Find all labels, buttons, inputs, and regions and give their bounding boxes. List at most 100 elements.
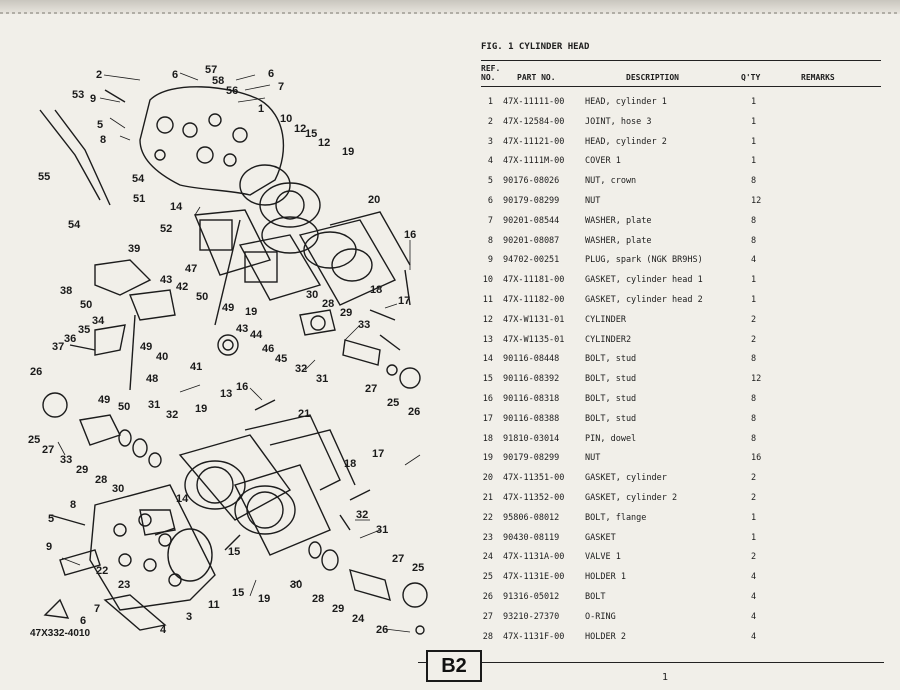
callout-label: 12 xyxy=(318,137,330,149)
qty-cell: 8 xyxy=(751,235,757,246)
part-no-cell: 90179-08299 xyxy=(503,453,560,464)
remarks-header: REMARKS xyxy=(801,73,835,82)
callout-label: 30 xyxy=(306,289,318,301)
description-cell: NUT xyxy=(585,195,601,206)
exploded-parts-diagram: 2 57 6 58 56 6 7 53 9 1 5 8 10 12 15 12 … xyxy=(28,64,428,636)
callout-label: 24 xyxy=(352,613,365,625)
ref-cell: 6 xyxy=(487,195,493,206)
callout-label: 18 xyxy=(370,284,382,296)
description-cell: HEAD, cylinder 1 xyxy=(585,97,667,107)
qty-cell: 2 xyxy=(751,492,757,503)
description-cell: PIN, dowel xyxy=(585,433,637,444)
part-no-cell: 47X-11182-00 xyxy=(503,294,565,305)
part-no-cell: 90116-08388 xyxy=(503,413,560,424)
part-no-cell: 91316-05012 xyxy=(503,591,560,602)
ref-cell: 13 xyxy=(482,334,493,345)
callout-label: 5 xyxy=(48,513,54,525)
callout-label: 33 xyxy=(358,319,370,331)
callout-label: 46 xyxy=(262,343,274,355)
qty-cell: 2 xyxy=(751,552,757,563)
callout-label: 2 xyxy=(96,69,102,81)
callout-label: 48 xyxy=(146,373,158,385)
callout-label: 21 xyxy=(298,408,310,420)
cylinder-head-upper-drawing xyxy=(139,86,321,228)
callout-label: 40 xyxy=(156,351,168,363)
qty-cell: 1 xyxy=(751,116,757,127)
callout-label: 22 xyxy=(96,565,108,577)
ref-cell: 18 xyxy=(482,433,493,444)
ref-cell: 8 xyxy=(487,235,493,246)
description-cell: BOLT, flange xyxy=(585,512,647,523)
callout-label: 19 xyxy=(342,146,354,158)
ref-cell: 21 xyxy=(482,492,493,503)
ref-cell: 3 xyxy=(487,136,493,147)
description-cell: BOLT, stud xyxy=(585,354,637,365)
callout-label: 58 xyxy=(212,75,224,87)
ref-no-header: REF. NO. xyxy=(481,64,501,82)
callout-label: 36 xyxy=(64,333,76,345)
callout-label: 10 xyxy=(280,113,292,125)
description-cell: VALVE 1 xyxy=(585,552,621,563)
ref-cell: 1 xyxy=(487,97,493,107)
callout-label: 50 xyxy=(80,299,92,311)
description-cell: JOINT, hose 3 xyxy=(585,116,652,127)
description-cell: WASHER, plate xyxy=(585,235,652,246)
part-no-cell: 47X-11352-00 xyxy=(503,492,565,503)
qty-cell: 4 xyxy=(751,631,757,642)
callout-label: 54 xyxy=(68,219,81,231)
callout-label: 3 xyxy=(186,611,192,623)
callout-label: 4 xyxy=(160,624,167,636)
ref-cell: 7 xyxy=(487,215,493,226)
qty-cell: 4 xyxy=(751,255,757,266)
callout-label: 7 xyxy=(94,603,100,615)
cylinder-head-lower-drawing xyxy=(89,484,216,611)
qty-cell: 8 xyxy=(751,393,757,404)
part-no-cell: 47X-11351-00 xyxy=(503,473,565,484)
qty-cell: 1 xyxy=(751,532,757,543)
qty-cell: 8 xyxy=(751,413,757,424)
callout-label: 49 xyxy=(222,302,234,314)
callout-label: 56 xyxy=(226,85,238,97)
part-no-cell: 90201-08087 xyxy=(503,235,560,246)
callout-label: 7 xyxy=(278,81,284,93)
callout-label: 13 xyxy=(220,388,232,400)
diagram-callouts: 2 57 6 58 56 6 7 53 9 1 5 8 10 12 15 12 … xyxy=(28,64,424,636)
callout-label: 34 xyxy=(92,315,105,327)
qty-cell: 8 xyxy=(751,215,757,226)
qty-cell: 16 xyxy=(751,453,762,464)
callout-label: 17 xyxy=(372,448,384,460)
callout-label: 5 xyxy=(97,119,103,131)
ref-cell: 22 xyxy=(482,512,493,523)
cylinder-lower-drawing xyxy=(178,414,356,556)
callout-label: 49 xyxy=(98,394,110,406)
callout-label: 28 xyxy=(312,593,324,605)
qty-cell: 8 xyxy=(751,354,757,365)
callout-label: 11 xyxy=(208,599,220,611)
callout-label: 26 xyxy=(30,366,42,378)
callout-label: 15 xyxy=(232,587,244,599)
part-no-cell: 90430-08119 xyxy=(503,532,560,543)
ref-cell: 23 xyxy=(482,532,493,543)
part-no-cell: 47X-W1135-01 xyxy=(503,334,565,345)
part-no-cell: 90116-08318 xyxy=(503,393,560,404)
ref-cell: 5 xyxy=(487,176,493,187)
callout-label: 15 xyxy=(305,128,317,140)
ref-cell: 9 xyxy=(487,255,493,266)
qty-cell: 8 xyxy=(751,433,757,444)
part-no-cell: 90201-08544 xyxy=(503,215,560,226)
qty-cell: 2 xyxy=(751,473,757,484)
callout-label: 26 xyxy=(376,624,388,636)
callout-label: 39 xyxy=(128,243,140,255)
ref-cell: 12 xyxy=(482,314,493,325)
callout-label: 9 xyxy=(46,541,52,553)
callout-label: 18 xyxy=(344,458,356,470)
callout-label: 23 xyxy=(118,579,130,591)
callout-label: 16 xyxy=(236,381,248,393)
callout-label: 31 xyxy=(148,399,160,411)
